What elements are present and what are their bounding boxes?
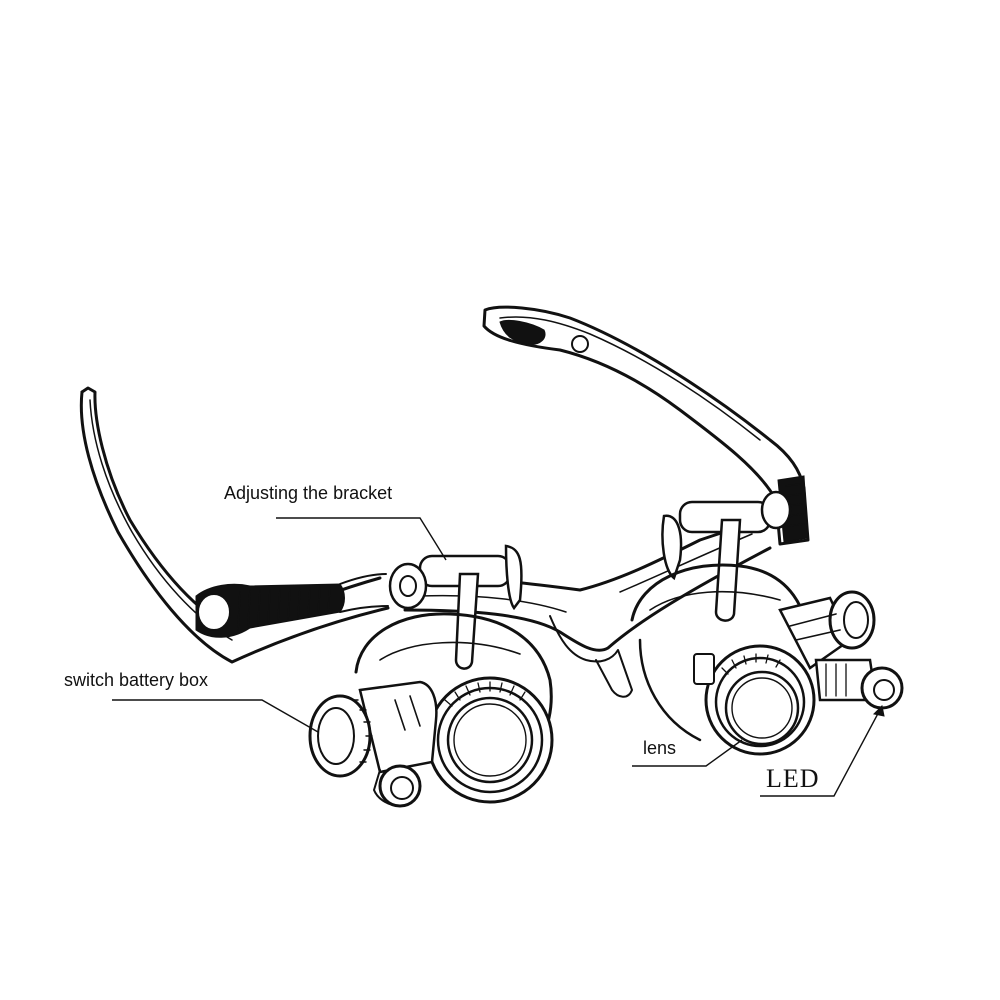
label-led-text: LED (766, 764, 820, 793)
left-battery-box (308, 680, 438, 808)
label-adjusting-bracket: Adjusting the bracket (224, 483, 447, 561)
right-battery-box (778, 590, 904, 710)
label-bracket-text: Adjusting the bracket (224, 483, 392, 503)
label-lens: lens (632, 738, 743, 767)
right-temple-arm (482, 305, 810, 546)
label-led: LED (760, 704, 885, 797)
right-bracket (661, 490, 792, 622)
left-temple-arm (79, 386, 390, 664)
right-eyepiece (630, 563, 816, 756)
label-battery-text: switch battery box (64, 670, 208, 690)
label-lens-text: lens (643, 738, 676, 758)
left-eyepiece (354, 612, 554, 804)
label-switch-battery-box: switch battery box (64, 670, 319, 733)
left-bracket (388, 544, 523, 670)
